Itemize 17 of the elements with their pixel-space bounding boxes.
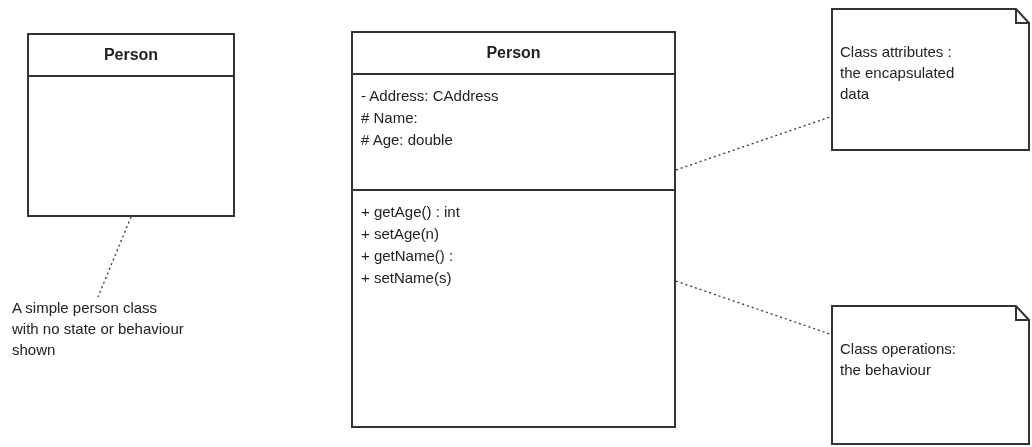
class-box [351,31,676,428]
note-box [831,8,1030,151]
note-text: Class operations: the behaviour [840,339,957,380]
note-text: Class attributes : the encapsulated data [840,42,956,104]
class-box [27,33,235,217]
class-member: + setAge(n) [361,224,439,244]
class-member: + setName(s) [361,268,452,288]
class-name: Person [103,46,159,63]
class-member: + getName() : [361,246,454,266]
class-member: - Address: CAddress [361,86,499,106]
leader-line [97,216,132,298]
class-member: # Age: double [361,130,453,150]
class-member: + getAge() : int [361,202,460,222]
note-text: A simple person class with no state or behaviour shown [12,297,184,360]
note-box [831,305,1030,445]
class-name: Person [486,44,541,61]
class-member: # Name: [361,108,418,128]
